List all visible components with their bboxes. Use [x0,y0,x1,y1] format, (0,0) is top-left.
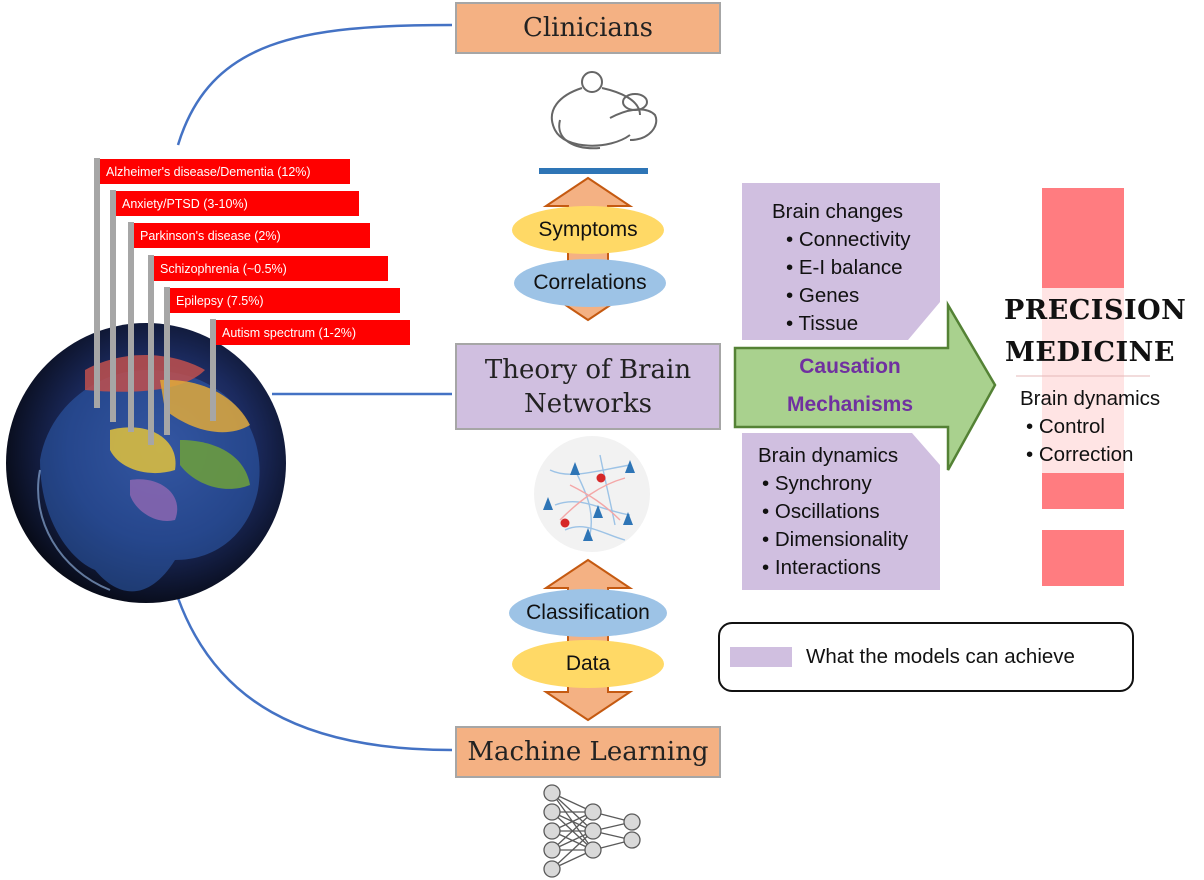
brain-changes-panel: Brain changes • Connectivity • E-I balan… [772,198,942,338]
pink-block-mid [1042,473,1124,509]
causation-line-2: Mechanisms [786,393,914,416]
causation-label: Causation Mechanisms [755,348,945,424]
disease-pole [128,222,134,432]
legend-label: What the models can achieve [806,645,1075,668]
small-blue-strip [539,168,648,174]
precision-line-1: PRECISION [1004,295,1187,326]
clinicians-box: Clinicians [455,2,721,54]
causation-arrow [733,300,997,471]
disease-label: Autism spectrum (1-2%) [216,320,410,345]
brain-dynamics-panel: Brain dynamics • Synchrony • Oscillation… [758,442,938,582]
precision-list: Brain dynamics • Control • Correction [1020,385,1200,469]
disease-pole [164,287,170,435]
brain-changes-item: • Genes [786,284,860,307]
causation-line-1: Causation [799,355,901,378]
brain-changes-item: • Connectivity [786,228,911,251]
brain-dynamics-item: • Interactions [762,556,881,579]
disease-pole [148,255,154,445]
symptoms-pill: Symptoms [512,206,664,254]
neuron-network-icon [534,436,650,552]
disease-pole [210,319,216,421]
brain-dynamics-heading: Brain dynamics [758,444,899,467]
legend-box: What the models can achieve [718,622,1134,692]
precision-item: • Correction [1026,443,1134,466]
brain-dynamics-item: • Synchrony [762,472,872,495]
stethoscope-icon [550,71,658,150]
brain-changes-heading: Brain changes [772,200,904,223]
curve-to-ml [176,597,453,752]
brain-dynamics-item: • Oscillations [762,500,880,523]
correlations-pill: Correlations [514,259,666,307]
legend-swatch [730,647,792,667]
classification-pill: Classification [509,589,667,637]
precision-heading: Brain dynamics [1020,387,1161,410]
brain-head-image [6,323,286,603]
neural-net-icon [543,784,641,878]
theory-line-1: Theory of Brain [484,354,692,385]
disease-label: Schizophrenia (~0.5%) [154,256,388,281]
brain-dynamics-item: • Dimensionality [762,528,909,551]
disease-label: Anxiety/PTSD (3-10%) [116,191,359,216]
theory-box: Theory of Brain Networks [455,343,721,430]
pink-block-bottom [1042,530,1124,586]
pink-block-top [1042,188,1124,288]
curve-to-clinicians [176,23,453,146]
disease-pole [110,190,116,422]
data-pill: Data [512,640,664,688]
machine-learning-box: Machine Learning [455,726,721,778]
precision-line-2: MEDICINE [1005,337,1175,368]
brain-changes-panel-bg [742,183,940,340]
theory-line-2: Networks [523,388,653,419]
disease-label: Alzheimer's disease/Dementia (12%) [100,159,350,184]
brain-changes-item: • Tissue [786,312,859,335]
disease-label: Epilepsy (7.5%) [170,288,400,313]
brain-dynamics-panel-bg [742,433,940,590]
brain-changes-item: • E-I balance [786,256,903,279]
precision-medicine-title: PRECISION MEDICINE [1004,290,1187,374]
precision-item: • Control [1026,415,1105,438]
pink-block-mid-bg [1042,288,1124,473]
disease-label: Parkinson's disease (2%) [134,223,370,248]
disease-pole [94,158,100,408]
